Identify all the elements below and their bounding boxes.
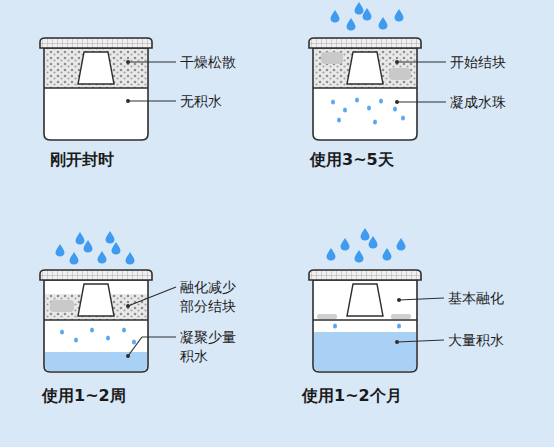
callout-label: 大量积水	[448, 331, 504, 350]
stage-caption: 使用1~2周	[42, 386, 126, 406]
stage-caption: 使用1~2个月	[302, 386, 402, 406]
stage-caption: 使用3~5天	[310, 150, 394, 170]
callout-label: 凝成水珠	[450, 93, 506, 112]
stage-caption: 刚开封时	[50, 150, 114, 170]
callout-label: 基本融化	[448, 289, 504, 308]
callout-label: 无积水	[180, 92, 222, 111]
callout-label: 开始结块	[450, 53, 506, 72]
callout-label: 干燥松散	[180, 53, 236, 72]
callout-label: 凝聚少量 积水	[180, 328, 244, 366]
callout-label: 融化减少 部分结块	[180, 278, 244, 316]
